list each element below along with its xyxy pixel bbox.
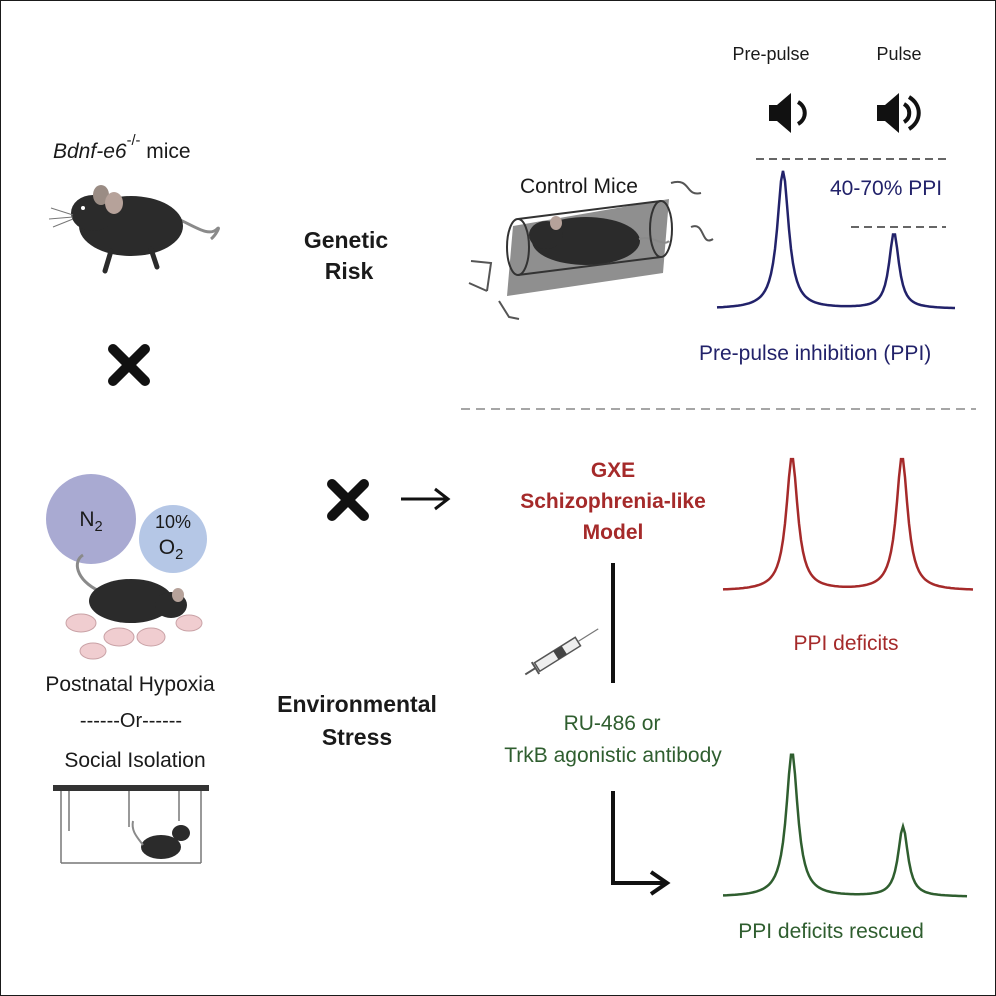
right-arrow-icon <box>401 487 451 511</box>
n2-subscript: 2 <box>94 519 103 536</box>
gxe-title-line3: Model <box>582 521 644 544</box>
prepulse-speaker-icon <box>769 93 807 133</box>
n2-main: N <box>79 508 95 531</box>
control-ppi-caption: Pre-pulse inhibition (PPI) <box>699 342 932 365</box>
o2-main: O <box>158 536 176 559</box>
cross-icon-gxe <box>327 479 369 521</box>
treatment-line1: RU-486 or <box>563 712 661 735</box>
knockout-mice-label: Bdnf-e6-/- mice <box>53 134 191 164</box>
o2-percent-label: 10% <box>154 512 192 532</box>
treatment-arrow-icon <box>611 791 671 896</box>
pulse-label: Pulse <box>876 44 922 64</box>
control-mice-label: Control Mice <box>520 175 638 198</box>
knockout-genotype: -/- <box>126 133 141 149</box>
rescued-ppi-trace <box>723 753 968 898</box>
isolation-cage-icon <box>53 785 209 864</box>
environmental-stress-line2: Stress <box>321 724 393 750</box>
ppi-deficits-caption: PPI deficits <box>793 632 899 655</box>
ppi-rescued-caption: PPI deficits rescued <box>738 920 924 943</box>
postnatal-hypoxia-caption: Postnatal Hypoxia <box>45 673 215 696</box>
o2-label: O2 <box>158 536 184 562</box>
mouse-with-pups-icon <box>65 553 203 660</box>
treatment-line2: TrkB agonistic antibody <box>504 744 722 767</box>
knockout-mice-suffix: mice <box>140 140 191 164</box>
pulse-speaker-icon <box>877 93 921 133</box>
restraint-tube-icon <box>468 180 714 320</box>
genetic-risk-line2: Risk <box>324 258 374 284</box>
or-separator: ------Or------ <box>79 710 183 732</box>
knockout-gene-name: Bdnf-e6 <box>53 140 127 164</box>
knockout-mouse-icon <box>48 185 220 274</box>
o2-subscript: 2 <box>175 547 184 564</box>
syringe-icon <box>524 628 599 676</box>
environmental-stress-line1: Environmental <box>277 691 437 717</box>
deficit-ppi-trace <box>722 457 974 591</box>
ppi-range-label: 40-70% PPI <box>830 177 943 200</box>
prepulse-label: Pre-pulse <box>732 44 810 64</box>
n2-circle <box>46 474 136 564</box>
control-ppi-trace <box>716 170 955 310</box>
o2-circle <box>139 505 207 573</box>
cross-icon <box>108 344 150 386</box>
gxe-title-line2: Schizophrenia-like <box>520 490 706 513</box>
n2-label: N2 <box>79 508 102 534</box>
social-isolation-caption: Social Isolation <box>64 749 206 772</box>
gxe-title-line1: GXE <box>590 459 636 482</box>
genetic-risk-line1: Genetic <box>303 227 389 253</box>
